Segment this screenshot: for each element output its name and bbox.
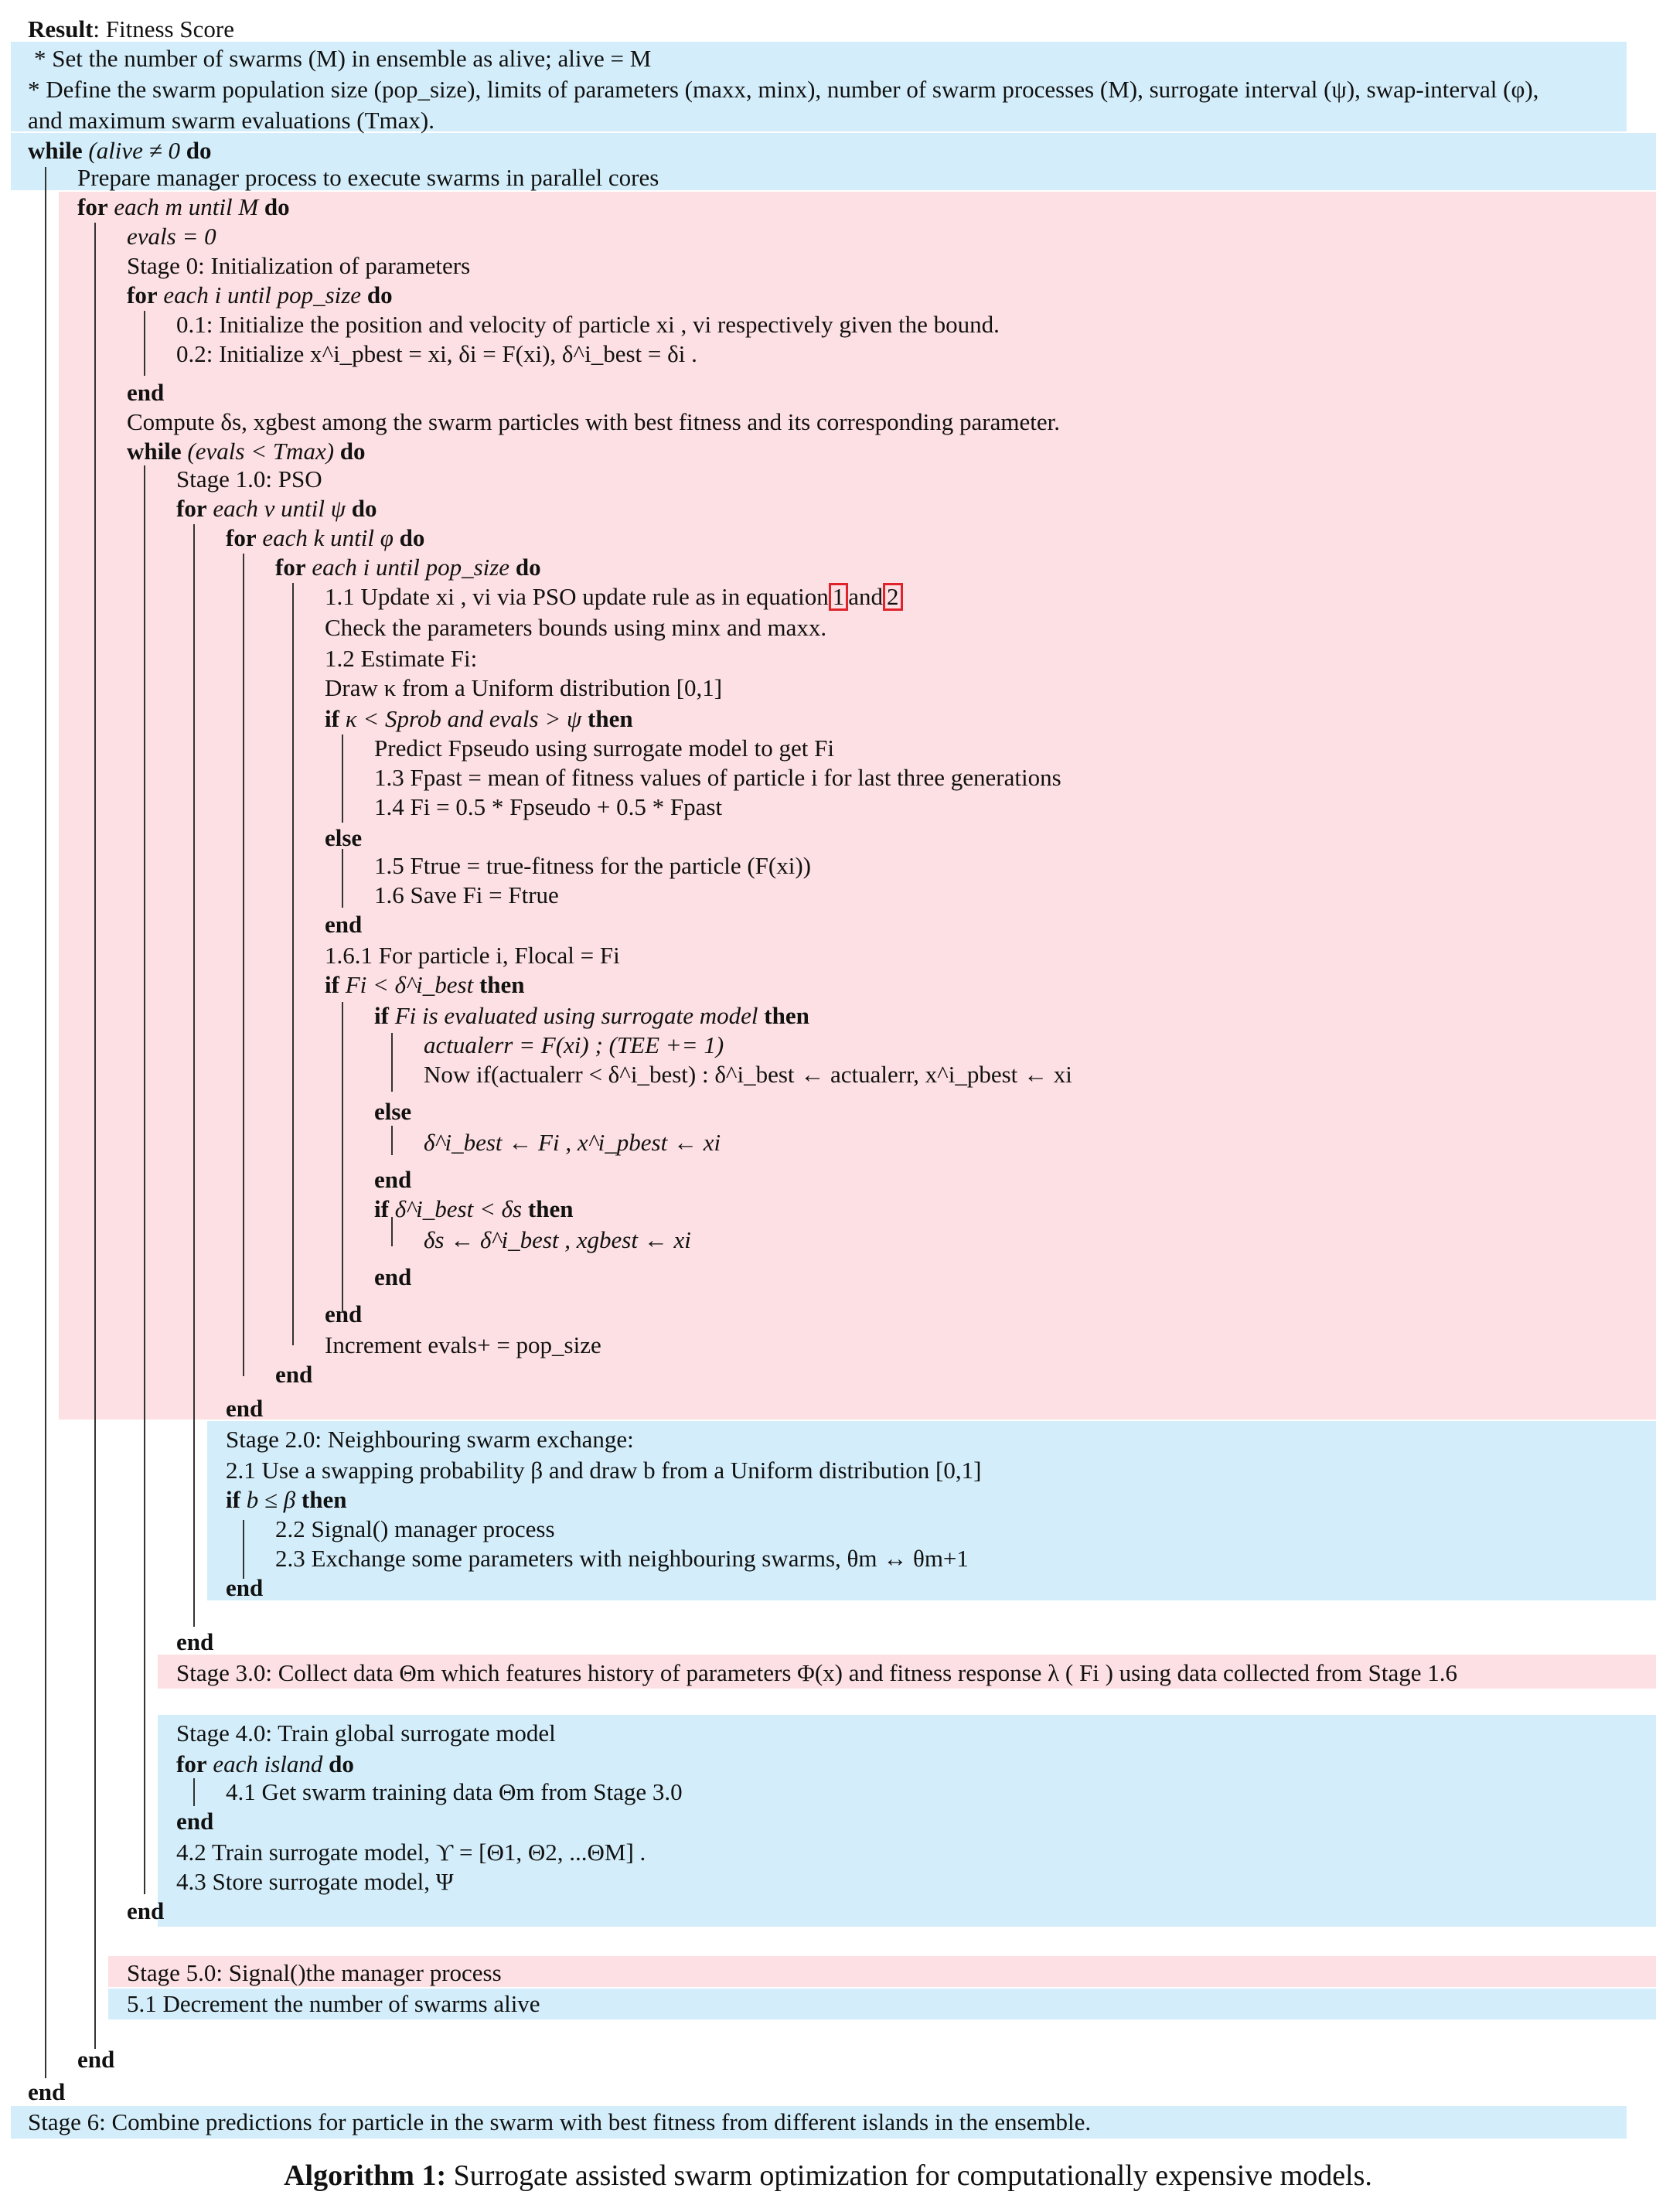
stage2-band	[207, 1421, 1656, 1600]
equation-2-link[interactable]: 2	[883, 583, 903, 611]
for-v-rule	[193, 524, 195, 1627]
stage5-line: Stage 5.0: Signal()the manager process	[127, 1959, 502, 1986]
end-for-k: end	[226, 1395, 264, 1422]
stage6-band	[11, 2106, 1627, 2139]
predict-line: Predict Fpseudo using surrogate model to…	[374, 734, 834, 762]
caption-label: Algorithm 1:	[284, 2159, 447, 2192]
step-4-2-line: 4.2 Train surrogate model, ϒ = [Θ1, Θ2, …	[176, 1839, 646, 1866]
stage4-band	[158, 1715, 1656, 1927]
define-line-2: and maximum swarm evaluations (Tmax).	[28, 107, 435, 134]
for-m-rule	[94, 223, 96, 2049]
else-kappa: else	[325, 824, 363, 851]
prepare-line: Prepare manager process to execute swarm…	[77, 164, 659, 191]
step-1-6-line: 1.6 Save Fi = Ftrue	[374, 881, 559, 908]
define-line: * Define the swarm population size (pop_…	[28, 76, 1539, 103]
step-2-1-line: 2.1 Use a swapping probability β and dra…	[226, 1457, 982, 1484]
for-i-pso-rule	[292, 583, 294, 1345]
actual-err-line: actualerr = F(xi) ; (TEE += 1)	[424, 1031, 724, 1058]
step-1-1-line: 1.1 Update xi , vi via PSO update rule a…	[325, 583, 903, 611]
for-island-rule	[193, 1778, 195, 1806]
result-line: Result: Fitness Score	[28, 15, 234, 43]
step-1-6-1-line: 1.6.1 For particle i, Flocal = Fi	[325, 942, 620, 969]
assign-best-line: δ^i_best ← Fi , x^i_pbest ← xi	[424, 1129, 721, 1156]
if-fi-line: if Fi < δ^i_best then	[325, 971, 525, 998]
stage2-line: Stage 2.0: Neighbouring swarm exchange:	[226, 1426, 634, 1453]
if-b-line: if b ≤ β then	[226, 1486, 347, 1513]
end-if-b: end	[226, 1574, 264, 1601]
end-for-i-pso: end	[275, 1361, 313, 1388]
set-alive-line: * Set the number of swarms (M) in ensemb…	[34, 45, 652, 72]
end-for-island: end	[176, 1808, 214, 1835]
if-kappa-line: if κ < Sprob and evals > ψ then	[325, 705, 633, 732]
step-5-1-line: 5.1 Decrement the number of swarms alive	[127, 1990, 540, 2017]
for-i-init-rule	[144, 311, 145, 376]
result-value: Fitness Score	[105, 15, 234, 43]
increment-line: Increment evals+ = pop_size	[325, 1331, 601, 1358]
while-evals-line: while (evals < Tmax) do	[127, 438, 366, 465]
if-surrogate-line: if Fi is evaluated using surrogate model…	[374, 1002, 809, 1029]
if-delta-line: if δ^i_best < δs then	[374, 1195, 574, 1222]
stage5-band	[108, 1956, 1656, 1987]
result-label: Result	[28, 15, 94, 43]
end-if-kappa: end	[325, 911, 363, 938]
end-for-i-init: end	[127, 379, 165, 406]
while-band	[11, 133, 1656, 190]
step-1-3-line: 1.3 Fpast = mean of fitness values of pa…	[374, 764, 1061, 791]
for-k-line: for each k until φ do	[226, 524, 425, 551]
draw-kappa-line: Draw κ from a Uniform distribution [0,1]	[325, 674, 723, 701]
step-1-4-line: 1.4 Fi = 0.5 * Fpseudo + 0.5 * Fpast	[374, 793, 723, 820]
equation-1-link[interactable]: 1	[828, 583, 849, 611]
algorithm-caption: Algorithm 1: Surrogate assisted swarm op…	[0, 2159, 1656, 2193]
stage4-line: Stage 4.0: Train global surrogate model	[176, 1719, 556, 1747]
check-bounds-line: Check the parameters bounds using minx a…	[325, 614, 827, 641]
compute-line: Compute δs, xgbest among the swarm parti…	[127, 408, 1060, 435]
else-best-rule	[391, 1126, 393, 1155]
if-surrogate-rule	[391, 1033, 393, 1092]
for-island-line: for each island do	[176, 1750, 354, 1777]
for-i-init-line: for each i until pop_size do	[127, 281, 393, 308]
step-4-1-line: 4.1 Get swarm training data Θm from Stag…	[226, 1778, 683, 1805]
else-true-rule	[342, 849, 343, 908]
for-i-pso-line: for each i until pop_size do	[275, 554, 541, 581]
end-for-v: end	[176, 1628, 214, 1655]
now-if-line: Now if(actualerr < δ^i_best) : δ^i_best …	[424, 1061, 1072, 1088]
caption-text: Surrogate assisted swarm optimization fo…	[453, 2159, 1372, 2192]
stage51-band	[108, 1989, 1656, 2019]
else-surrogate: else	[374, 1098, 412, 1125]
while-evals-rule	[144, 465, 145, 1894]
if-delta-rule	[391, 1217, 393, 1246]
stage3-line: Stage 3.0: Collect data Θm which feature…	[176, 1659, 1457, 1686]
if-fi-rule	[342, 1002, 343, 1311]
end-if-surrogate: end	[374, 1166, 412, 1193]
step-1-2-line: 1.2 Estimate Fi:	[325, 645, 478, 672]
setup-band	[11, 42, 1627, 131]
assign-global-line: δs ← δ^i_best , xgbest ← xi	[424, 1226, 691, 1253]
step-0-1-line: 0.1: Initialize the position and velocit…	[176, 311, 1000, 338]
step-4-3-line: 4.3 Store surrogate model, Ψ	[176, 1868, 454, 1895]
step-2-2-line: 2.2 Signal() manager process	[275, 1515, 555, 1542]
if-kappa-rule	[342, 734, 343, 823]
end-for-m: end	[77, 2046, 115, 2073]
stage3-band	[158, 1655, 1656, 1689]
if-b-rule	[243, 1520, 244, 1579]
for-v-line: for each v until ψ do	[176, 495, 377, 522]
end-if-delta: end	[374, 1263, 412, 1290]
stage6-line: Stage 6: Combine predictions for particl…	[28, 2108, 1092, 2135]
swarm-loop-band	[59, 192, 1656, 1420]
step-1-5-line: 1.5 Ftrue = true-fitness for the particl…	[374, 852, 811, 879]
stage0-line: Stage 0: Initialization of parameters	[127, 252, 471, 279]
stage1-line: Stage 1.0: PSO	[176, 465, 322, 493]
for-k-rule	[243, 554, 244, 1376]
end-while-alive: end	[28, 2078, 66, 2105]
while-alive-rule	[45, 167, 46, 2078]
end-while-evals: end	[127, 1897, 165, 1924]
for-m-line: for each m until M do	[77, 193, 290, 220]
evals-init-line: evals = 0	[127, 223, 216, 250]
step-2-3-line: 2.3 Exchange some parameters with neighb…	[275, 1545, 969, 1572]
step-0-2-line: 0.2: Initialize x^i_pbest = xi, δi = F(x…	[176, 340, 697, 367]
while-alive-line: while (alive ≠ 0 do	[28, 137, 212, 164]
end-if-fi: end	[325, 1300, 363, 1328]
